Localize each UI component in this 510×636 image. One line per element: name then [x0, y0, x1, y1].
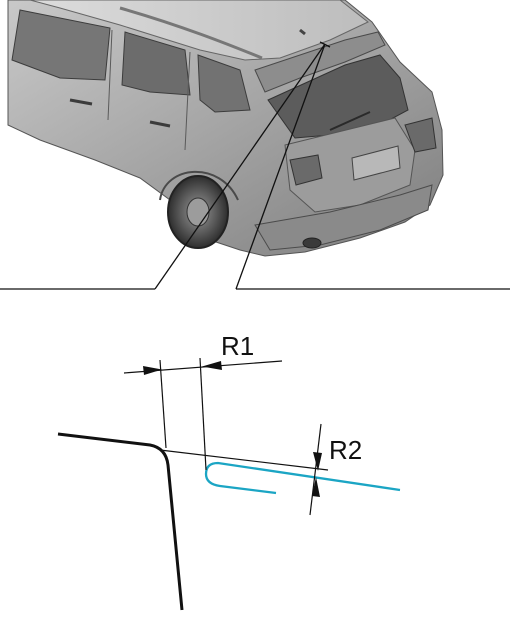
r1-extension-left	[159, 359, 167, 449]
side-window-rear	[121, 31, 191, 96]
rear-wiper	[329, 111, 371, 131]
r2-extension-top	[159, 449, 329, 471]
rear-wheel-hub	[186, 197, 210, 227]
quarter-window	[197, 54, 251, 113]
callout-line-left	[154, 43, 326, 290]
tailgate	[284, 117, 416, 213]
r2-arrow-top	[313, 452, 322, 471]
door-handle-rear	[149, 120, 171, 128]
r1-dimension	[123, 357, 283, 471]
r2-label: R2	[329, 435, 362, 465]
exhaust-pipe	[302, 237, 322, 249]
r1-arrow-right	[202, 361, 222, 370]
door-seam	[107, 29, 191, 151]
r1-label: R1	[221, 331, 254, 361]
r1-arrow-left	[143, 366, 162, 375]
r2-arrow-bottom	[312, 477, 320, 497]
r2-dimension-line	[309, 423, 322, 516]
rear-window	[267, 54, 409, 139]
roof-rail	[119, 6, 263, 60]
car-roof	[29, 0, 369, 61]
door-handle-front	[69, 98, 93, 106]
body-panel-profile	[57, 432, 184, 611]
car-illustration	[7, 0, 444, 257]
detail-view: R1 R2	[57, 331, 401, 611]
callout-lines	[0, 41, 510, 290]
tail-light-left	[289, 154, 323, 186]
r1-extension-right	[199, 357, 207, 471]
side-window-front	[11, 9, 111, 81]
rear-spoiler	[254, 31, 386, 93]
license-plate	[351, 145, 401, 181]
r2-dimension	[159, 423, 329, 516]
antenna	[299, 28, 306, 36]
trim-profile	[204, 461, 401, 495]
callout-line-right	[235, 43, 326, 290]
rear-bumper	[254, 184, 433, 251]
tail-light-right	[404, 117, 437, 153]
wheel-arch	[159, 170, 239, 201]
